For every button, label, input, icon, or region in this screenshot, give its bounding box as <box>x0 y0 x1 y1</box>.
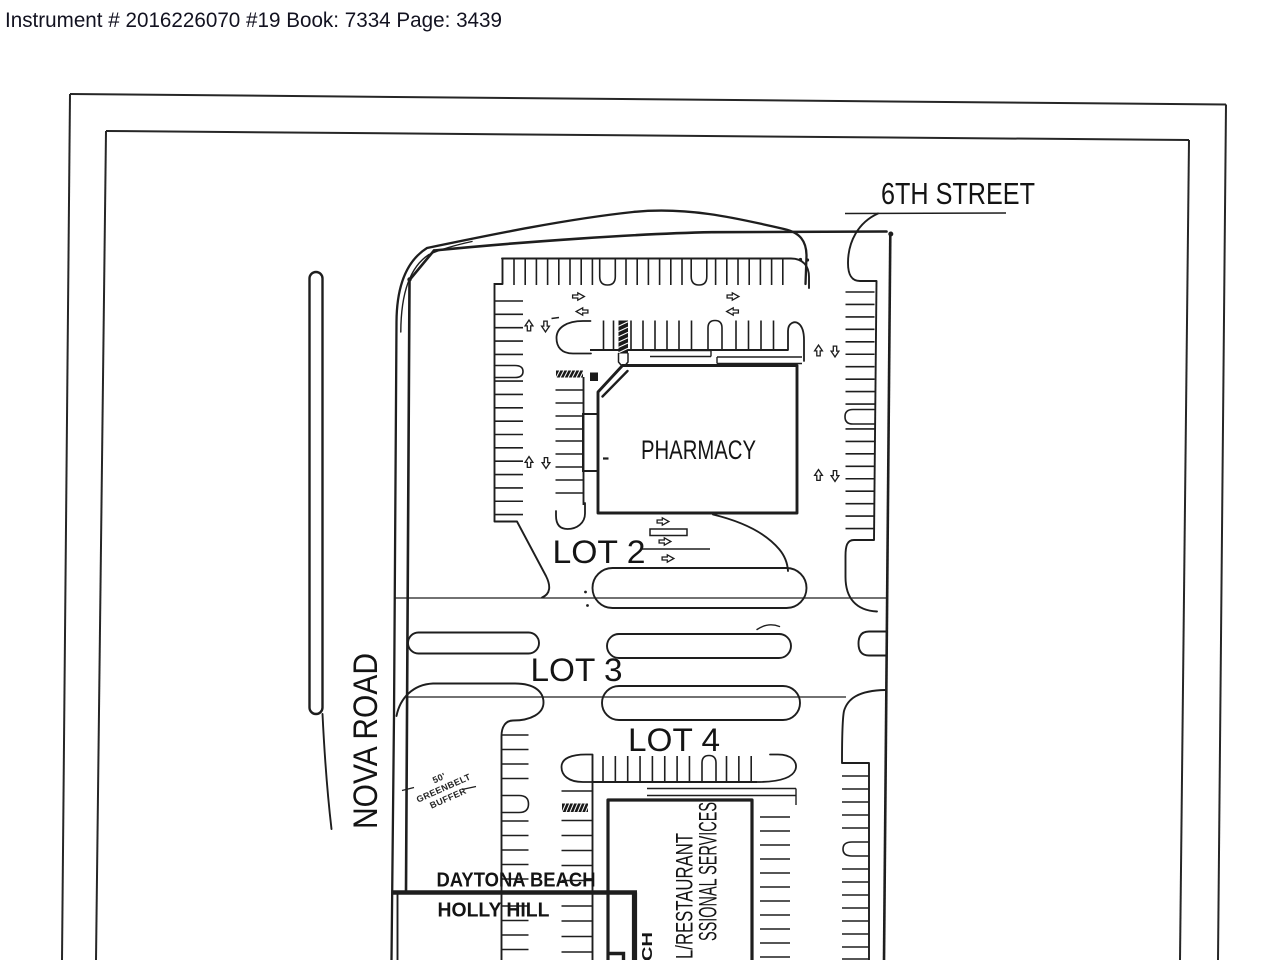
svg-text:LOT 3: LOT 3 <box>531 652 623 688</box>
svg-text:NOVA ROAD: NOVA ROAD <box>347 653 385 829</box>
svg-text:BEACH: BEACH <box>639 932 656 960</box>
svg-text:50': 50' <box>431 771 447 786</box>
svg-text:6TH STREET: 6TH STREET <box>881 176 1035 211</box>
svg-text:LOT 2: LOT 2 <box>553 534 646 570</box>
svg-text:LOT 4: LOT 4 <box>628 722 720 758</box>
svg-text:L/RESTAURANT: L/RESTAURANT <box>672 833 699 959</box>
svg-text:Instrument # 2016226070 #19 Bo: Instrument # 2016226070 #19 Book: 7334 P… <box>5 8 502 32</box>
svg-text:HOLLY HILL: HOLLY HILL <box>438 899 550 922</box>
svg-text:DAYTONA BEACH: DAYTONA BEACH <box>437 869 596 892</box>
svg-text:PHARMACY: PHARMACY <box>641 435 756 465</box>
svg-text:SSIONAL SERVICES: SSIONAL SERVICES <box>695 802 723 941</box>
